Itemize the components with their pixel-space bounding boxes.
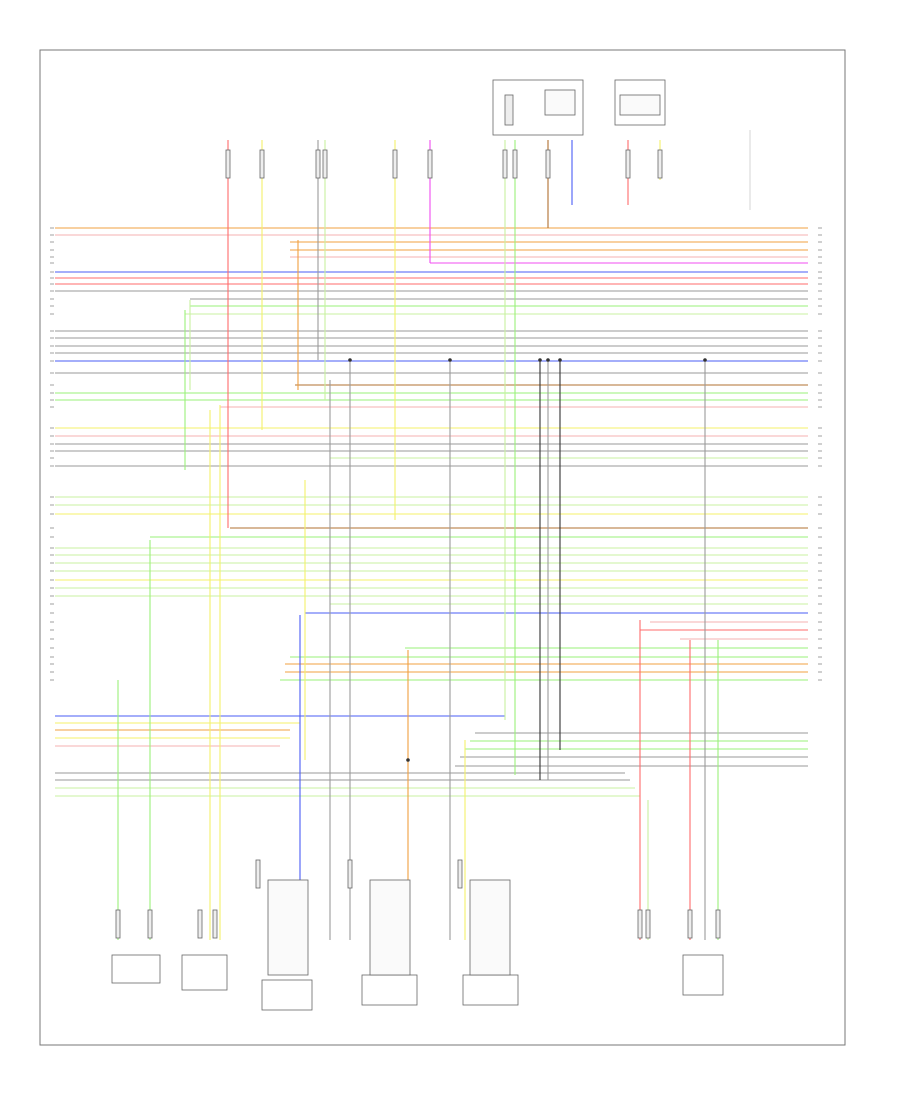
connector-pin: [322, 149, 328, 179]
components: [50, 79, 822, 1011]
component-d-box: [361, 974, 418, 1006]
connector-pin: [502, 149, 508, 179]
connector-pin: [147, 909, 153, 939]
splice-dot: [538, 358, 542, 362]
connector-pin: [225, 149, 231, 179]
connector-pin: [427, 149, 433, 179]
connector-pin: [115, 909, 121, 939]
connector-pin: [197, 909, 203, 939]
switch-element: [544, 89, 576, 116]
connector-pin: [625, 149, 631, 179]
sensor-e-housing: [469, 879, 511, 976]
connector-pin: [512, 149, 518, 179]
splice-dot: [448, 358, 452, 362]
connector-pin: [212, 909, 218, 939]
splice-dot: [546, 358, 550, 362]
diagram-border: [39, 49, 846, 1046]
connector-pin: [457, 859, 463, 889]
splice-dot: [406, 758, 410, 762]
sensor-c-housing: [267, 879, 309, 976]
component-a-box: [111, 954, 161, 984]
connector-pin: [637, 909, 643, 939]
splice-dot: [703, 358, 707, 362]
connector-pin: [259, 149, 265, 179]
connector-pin: [645, 909, 651, 939]
connector-pin: [657, 149, 663, 179]
component-e-box: [462, 974, 519, 1006]
component-b-box: [181, 954, 228, 991]
connector-pin: [715, 909, 721, 939]
sensor-d-housing: [369, 879, 411, 976]
splice-dot: [348, 358, 352, 362]
component-f-box: [682, 954, 724, 996]
connector-pin: [687, 909, 693, 939]
connector-pin: [545, 149, 551, 179]
connector-pin: [347, 859, 353, 889]
wires: [55, 130, 808, 940]
component-c-box: [261, 979, 313, 1011]
connector-pin: [315, 149, 321, 179]
connector-pin: [392, 149, 398, 179]
relay-coil: [619, 94, 661, 116]
switch-contact: [504, 94, 514, 126]
connector-pin: [255, 859, 261, 889]
splice-dot: [558, 358, 562, 362]
